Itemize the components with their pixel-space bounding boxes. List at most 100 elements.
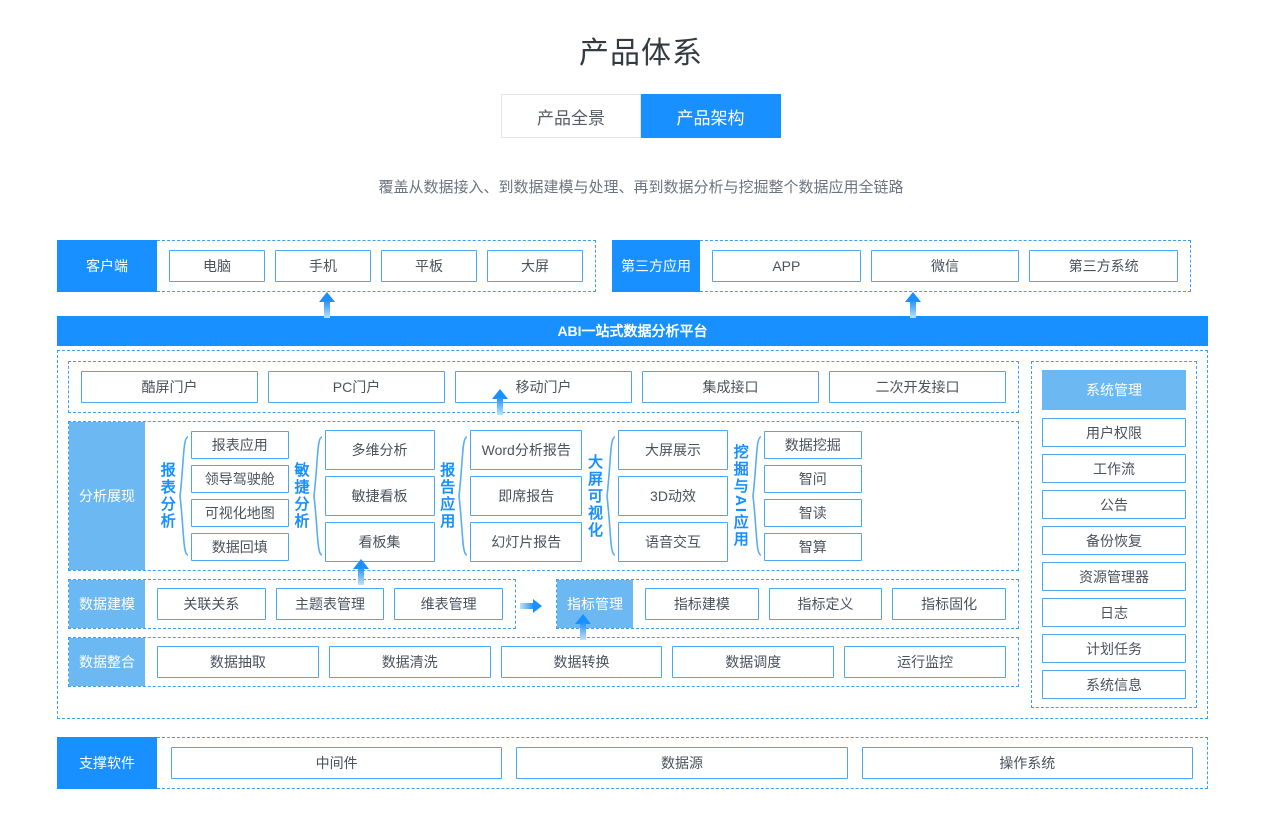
cluster-report-application-title: 报告应用 <box>438 462 456 530</box>
system-management-label: 系统管理 <box>1042 370 1186 410</box>
item-agile-dashboard[interactable]: 敏捷看板 <box>324 476 435 516</box>
item-operating-system[interactable]: 操作系统 <box>861 747 1193 779</box>
third-party-group: 第三方应用 APP 微信 第三方系统 <box>612 240 1191 292</box>
item-dashboard-set[interactable]: 看板集 <box>324 522 435 562</box>
platform-left-column: 酷屏门户 PC门户 移动门户 集成接口 二次开发接口 分析展现 报表分析 <box>68 361 1019 708</box>
client-label: 客户端 <box>57 240 157 292</box>
item-data-writeback[interactable]: 数据回填 <box>190 533 289 561</box>
data-modeling-label: 数据建模 <box>69 580 145 628</box>
support-software-row: 支撑软件 中间件 数据源 操作系统 <box>57 737 1208 789</box>
client-item-tablet[interactable]: 平板 <box>381 250 477 282</box>
data-modeling-line: 数据建模 关联关系 主题表管理 维表管理 指标管理 指标建模 <box>68 579 1019 629</box>
brace-icon <box>750 435 762 557</box>
item-system-info[interactable]: 系统信息 <box>1042 670 1186 699</box>
system-management-items: 用户权限 工作流 公告 备份恢复 资源管理器 日志 计划任务 系统信息 <box>1042 418 1186 699</box>
portal-item-mobile[interactable]: 移动门户 <box>455 371 632 403</box>
data-integration-label: 数据整合 <box>69 638 145 686</box>
analysis-display-label: 分析展现 <box>69 422 145 570</box>
item-word-analysis-report[interactable]: Word分析报告 <box>470 430 583 470</box>
cluster-report-analysis-items: 报表应用 领导驾驶舱 可视化地图 数据回填 <box>190 431 289 561</box>
item-voice-interaction[interactable]: 语音交互 <box>618 522 728 562</box>
data-integration-items: 数据抽取 数据清洗 数据转换 数据调度 运行监控 <box>145 638 1018 686</box>
client-item-mobile[interactable]: 手机 <box>275 250 371 282</box>
cluster-bigscreen-visualization-title: 大屏可视化 <box>586 453 603 539</box>
item-smart-ask[interactable]: 智问 <box>763 465 862 493</box>
item-kpi-solidification[interactable]: 指标固化 <box>892 588 1007 620</box>
third-party-items: APP 微信 第三方系统 <box>700 240 1191 292</box>
data-modeling-items: 关联关系 主题表管理 维表管理 <box>145 580 515 628</box>
item-leader-cockpit[interactable]: 领导驾驶舱 <box>190 465 289 493</box>
item-user-permissions[interactable]: 用户权限 <box>1042 418 1186 447</box>
item-subject-table-management[interactable]: 主题表管理 <box>275 588 385 620</box>
cluster-agile-analysis-title: 敏捷分析 <box>292 462 310 530</box>
item-scheduled-tasks[interactable]: 计划任务 <box>1042 634 1186 663</box>
item-kpi-modeling[interactable]: 指标建模 <box>645 588 759 620</box>
client-group: 客户端 电脑 手机 平板 大屏 <box>57 240 596 292</box>
client-item-pc[interactable]: 电脑 <box>169 250 265 282</box>
item-slide-report[interactable]: 幻灯片报告 <box>470 522 583 562</box>
item-visual-map[interactable]: 可视化地图 <box>190 499 289 527</box>
brace-icon <box>604 435 616 557</box>
item-middleware[interactable]: 中间件 <box>171 747 503 779</box>
item-data-transformation[interactable]: 数据转换 <box>500 646 663 678</box>
item-adhoc-report[interactable]: 即席报告 <box>470 476 583 516</box>
brace-icon <box>177 435 189 557</box>
tab-product-overview[interactable]: 产品全景 <box>501 94 641 138</box>
item-runtime-monitoring[interactable]: 运行监控 <box>844 646 1006 678</box>
brace-icon <box>311 435 323 557</box>
data-modeling-group: 数据建模 关联关系 主题表管理 维表管理 <box>68 579 516 629</box>
item-logs[interactable]: 日志 <box>1042 598 1186 627</box>
third-party-item-external-system[interactable]: 第三方系统 <box>1029 250 1179 282</box>
data-integration-row: 数据整合 数据抽取 数据清洗 数据转换 数据调度 运行监控 <box>68 614 1019 687</box>
third-party-item-app[interactable]: APP <box>712 250 861 282</box>
item-multidimensional-analysis[interactable]: 多维分析 <box>324 430 435 470</box>
item-kpi-definition[interactable]: 指标定义 <box>768 588 883 620</box>
item-3d-animation[interactable]: 3D动效 <box>618 476 728 516</box>
tab-product-architecture[interactable]: 产品架构 <box>641 94 781 138</box>
client-band: 客户端 电脑 手机 平板 大屏 第三方应用 APP 微信 第三方系统 <box>57 240 1208 318</box>
page-subtitle: 覆盖从数据接入、到数据建模与处理、再到数据分析与挖掘整个数据应用全链路 <box>378 179 904 196</box>
platform-body: 酷屏门户 PC门户 移动门户 集成接口 二次开发接口 分析展现 报表分析 <box>57 350 1208 719</box>
item-workflow[interactable]: 工作流 <box>1042 454 1186 483</box>
architecture-diagram: 客户端 电脑 手机 平板 大屏 第三方应用 APP 微信 第三方系统 <box>57 240 1208 789</box>
cluster-agile-analysis-items: 多维分析 敏捷看板 看板集 <box>324 430 435 562</box>
item-bigscreen-display[interactable]: 大屏展示 <box>618 430 728 470</box>
portal-item-integration-api[interactable]: 集成接口 <box>642 371 819 403</box>
portal-row: 酷屏门户 PC门户 移动门户 集成接口 二次开发接口 <box>68 361 1019 413</box>
portal-item-secondary-dev-api[interactable]: 二次开发接口 <box>829 371 1006 403</box>
item-data-source[interactable]: 数据源 <box>516 747 848 779</box>
item-report-application[interactable]: 报表应用 <box>190 431 289 459</box>
item-data-mining[interactable]: 数据挖掘 <box>763 431 862 459</box>
item-backup-restore[interactable]: 备份恢复 <box>1042 526 1186 555</box>
third-party-item-wechat[interactable]: 微信 <box>870 250 1020 282</box>
item-dimension-table-management[interactable]: 维表管理 <box>394 588 504 620</box>
cluster-mining-ai: 挖掘与AI应用 数据挖掘 智问 智读 智算 <box>732 431 862 561</box>
client-item-bigscreen[interactable]: 大屏 <box>487 250 583 282</box>
cluster-report-analysis-title: 报表分析 <box>158 462 176 530</box>
cluster-bigscreen-visualization: 大屏可视化 大屏展示 3D动效 语音交互 <box>586 430 728 562</box>
client-items: 电脑 手机 平板 大屏 <box>157 240 596 292</box>
cluster-report-analysis: 报表分析 报表应用 领导驾驶舱 可视化地图 数据回填 <box>159 431 289 561</box>
item-data-scheduling[interactable]: 数据调度 <box>672 646 835 678</box>
item-smart-read[interactable]: 智读 <box>763 499 862 527</box>
item-relationships[interactable]: 关联关系 <box>157 588 266 620</box>
platform-title-bar: ABI一站式数据分析平台 <box>57 316 1208 346</box>
item-data-extraction[interactable]: 数据抽取 <box>157 646 319 678</box>
system-management-column: 系统管理 用户权限 工作流 公告 备份恢复 资源管理器 日志 计划任务 系统信息 <box>1031 361 1197 708</box>
arrow-up-to-client <box>319 292 335 318</box>
item-announcement[interactable]: 公告 <box>1042 490 1186 519</box>
tab-bar: 产品全景 产品架构 <box>0 94 1282 138</box>
kpi-items: 指标建模 指标定义 指标固化 <box>633 580 1018 628</box>
cluster-mining-ai-title: 挖掘与AI应用 <box>731 444 749 548</box>
item-smart-compute[interactable]: 智算 <box>763 533 862 561</box>
cluster-report-application: 报告应用 Word分析报告 即席报告 幻灯片报告 <box>438 430 583 562</box>
kpi-management-label: 指标管理 <box>557 580 633 628</box>
item-data-cleaning[interactable]: 数据清洗 <box>328 646 491 678</box>
portal-item-pc[interactable]: PC门户 <box>268 371 445 403</box>
item-resource-manager[interactable]: 资源管理器 <box>1042 562 1186 591</box>
portal-item-cool-screen[interactable]: 酷屏门户 <box>81 371 258 403</box>
third-party-label: 第三方应用 <box>612 240 700 292</box>
cluster-mining-ai-items: 数据挖掘 智问 智读 智算 <box>763 431 862 561</box>
arrow-right-to-kpi <box>520 599 542 613</box>
